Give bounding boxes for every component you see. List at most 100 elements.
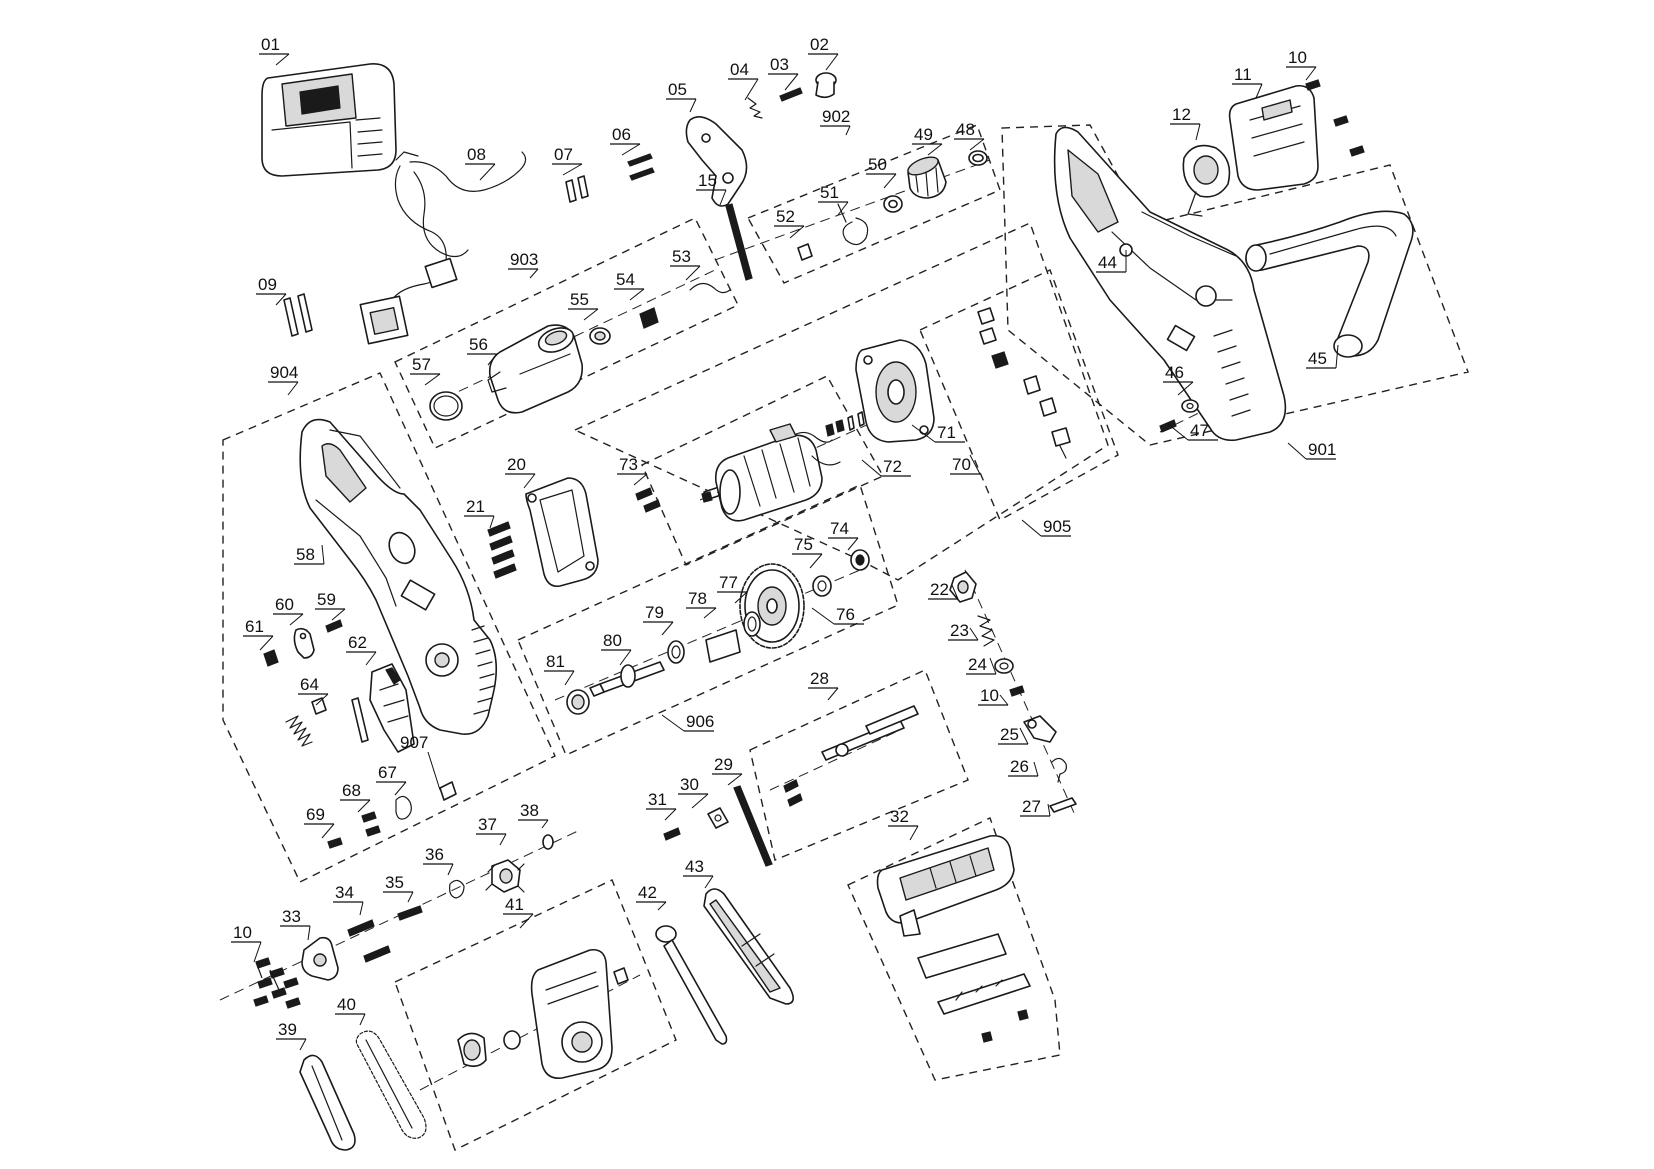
axis-gear-shaft (554, 569, 861, 701)
part-72-motor (701, 411, 865, 522)
part-label-1: 02 (808, 35, 839, 71)
part-label-36: 41 (503, 895, 534, 929)
group-box-902 (747, 124, 1001, 284)
group-label-leader-line (427, 751, 441, 791)
part-label-22: 28 (808, 669, 839, 701)
part-label-leader-line (275, 53, 290, 66)
group-label-text: 904 (270, 363, 298, 382)
part-907-latch (439, 781, 457, 801)
part-label-3: 04 (728, 60, 759, 101)
part-label-leader-line (1047, 803, 1051, 817)
part-64-spring (285, 697, 369, 747)
part-label-leader-line (1255, 83, 1263, 99)
part-label-6: 07 (552, 145, 583, 176)
part-label-leader-line (847, 537, 859, 551)
part-28-tensioner (783, 705, 919, 807)
part-label-leader-line (289, 613, 304, 626)
part-12-cap (1182, 144, 1231, 217)
part-label-leader-line (837, 201, 849, 216)
part-label-text: 21 (466, 497, 485, 516)
part-label-leader-line (969, 454, 981, 475)
part-label-8: 09 (256, 275, 287, 306)
part-label-42: 47 (1167, 421, 1218, 441)
group-label-4: 905 (1021, 517, 1071, 537)
part-label-leader-line (825, 53, 839, 71)
part-label-text: 23 (950, 621, 969, 640)
part-43-bar-cover (703, 888, 794, 1005)
group-box-905 (573, 222, 1109, 581)
part-label-text: 11 (1234, 65, 1252, 84)
part-label-text: 02 (810, 35, 829, 54)
part-label-54: 59 (315, 590, 346, 621)
part-label-leader-line (811, 607, 835, 625)
group-label-leader-line (1021, 519, 1042, 537)
part-label-24: 30 (678, 775, 709, 809)
part-label-text: 78 (688, 589, 707, 608)
part-label-leader-line (703, 607, 717, 619)
part-58-housing-half (299, 418, 498, 735)
part-label-leader-line (999, 694, 1009, 706)
part-38-clip (542, 834, 554, 850)
part-05-lever (685, 116, 748, 207)
part-07-pins (565, 175, 589, 203)
part-44-housing-right (1053, 126, 1287, 442)
part-label-leader-line (969, 627, 979, 641)
part-34-screws (347, 919, 391, 963)
part-label-text: 48 (956, 120, 975, 139)
part-label-leader-line (1305, 66, 1317, 81)
part-label-leader-line (315, 693, 329, 706)
part-label-10: 11 (1232, 65, 1263, 99)
part-label-text: 46 (1165, 363, 1184, 382)
part-label-text: 67 (378, 763, 397, 782)
group-box-70 (919, 269, 1119, 521)
part-label-26: 32 (888, 807, 919, 841)
part-label-text: 44 (1098, 253, 1117, 272)
part-31-screw (663, 827, 681, 841)
part-label-66: 74 (828, 519, 859, 551)
group-outlines (222, 124, 1469, 1151)
part-40-chain (355, 1030, 427, 1139)
part-29-rod (733, 785, 773, 867)
part-label-text: 36 (425, 845, 444, 864)
part-label-leader-line (951, 584, 959, 600)
group-label-6: 907 (400, 733, 441, 791)
part-60-clip (293, 627, 315, 659)
part-label-65: 73 (617, 455, 648, 486)
part-label-text: 35 (385, 873, 404, 892)
part-label-text: 39 (278, 1020, 297, 1039)
part-label-35: 40 (335, 995, 366, 1026)
part-label-45: 50 (866, 155, 897, 189)
part-label-48: 53 (670, 247, 701, 281)
part-label-leader-line (809, 553, 823, 569)
part-label-leader-line (629, 288, 645, 301)
part-label-leader-line (827, 687, 839, 701)
part-label-leader-line (357, 799, 371, 813)
group-label-text: 905 (1043, 517, 1071, 536)
part-10-screw-mid (1009, 685, 1025, 697)
part-45-rear-handle (1245, 210, 1414, 358)
part-label-59: 67 (376, 763, 407, 796)
part-label-67: 75 (792, 535, 823, 569)
part-label-text: 06 (612, 125, 631, 144)
part-label-leader-line (619, 649, 632, 666)
part-label-leader-line (562, 163, 583, 176)
part-label-text: 52 (776, 207, 795, 226)
part-label-text: 81 (546, 652, 565, 671)
part-10-screw-cluster (253, 957, 301, 1009)
part-label-text: 53 (672, 247, 691, 266)
part-label-leader-line (969, 138, 985, 151)
part-01-battery (261, 63, 397, 177)
part-label-9: 10 (1286, 48, 1317, 81)
axis-chain-cover (419, 974, 641, 1091)
part-label-leader-line (719, 189, 727, 206)
part-label-text: 12 (1172, 105, 1191, 124)
part-label-leader-line (564, 670, 575, 686)
part-label-72: 80 (601, 631, 632, 666)
part-73-screws (635, 487, 661, 513)
part-label-leader-line (909, 825, 919, 841)
part-label-68: 76 (811, 605, 864, 625)
group-label-text: 901 (1308, 440, 1336, 459)
part-label-text: 30 (680, 775, 699, 794)
part-27-pin (1049, 797, 1077, 813)
